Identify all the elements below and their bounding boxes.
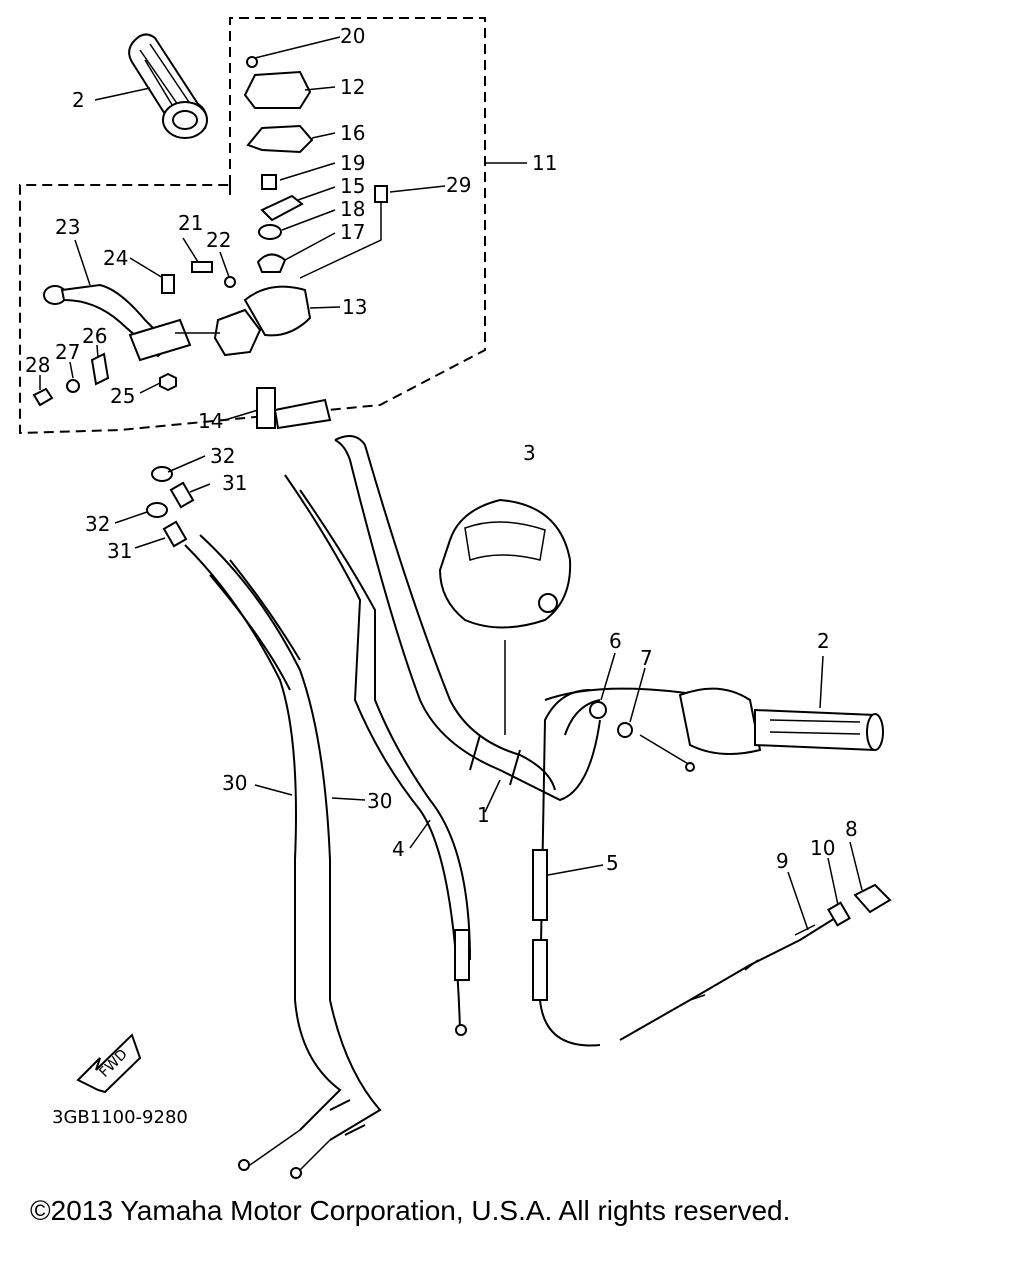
callout-4: 4: [392, 837, 405, 861]
callout-7: 7: [640, 646, 653, 670]
throttle-drum: [256, 387, 332, 430]
callout-6: 6: [609, 629, 622, 653]
switch-housing: [438, 498, 572, 629]
copyright-notice: ©2013 Yamaha Motor Corporation, U.S.A. A…: [30, 1195, 791, 1226]
cable-4: [284, 474, 471, 1036]
callout-9: 9: [776, 849, 789, 873]
handlebar: [334, 435, 701, 802]
callout-22: 22: [206, 228, 231, 252]
callout-31-bottom: 31: [107, 539, 132, 563]
callout-numbers: 2 20 12 16 19 15 18 17 29 11 13 23 21 22…: [25, 24, 858, 1128]
callout-26: 26: [82, 324, 107, 348]
callout-2-right: 2: [817, 629, 830, 653]
callout-8: 8: [845, 817, 858, 841]
callout-15: 15: [340, 174, 365, 198]
fwd-arrow: [76, 1033, 142, 1094]
callout-25: 25: [110, 384, 135, 408]
callout-21: 21: [178, 211, 203, 235]
right-grip: [589, 687, 884, 772]
callout-17: 17: [340, 220, 365, 244]
callout-10: 10: [810, 836, 835, 860]
callout-30-right: 30: [367, 789, 392, 813]
callout-11: 11: [532, 151, 557, 175]
callout-12: 12: [340, 75, 365, 99]
left-grip: [128, 33, 208, 139]
callout-19: 19: [340, 151, 365, 175]
callout-30-left: 30: [222, 771, 247, 795]
callout-1: 1: [477, 803, 490, 827]
callout-3: 3: [523, 441, 536, 465]
cable-adjusters: [146, 466, 195, 548]
assembly-boundary: [19, 17, 486, 435]
callout-5: 5: [606, 851, 619, 875]
callout-23: 23: [55, 215, 80, 239]
callout-20: 20: [340, 24, 365, 48]
callout-32-top: 32: [210, 444, 235, 468]
callout-14: 14: [198, 409, 223, 433]
callout-16: 16: [340, 121, 365, 145]
leader-lines: [39, 36, 863, 931]
diagram-code: 3GB1100-9280: [52, 1107, 188, 1128]
callout-24: 24: [103, 246, 128, 270]
cable-5: [532, 689, 892, 1047]
callout-27: 27: [55, 340, 80, 364]
callout-13: 13: [342, 295, 367, 319]
lever-assembly: [32, 261, 312, 407]
callout-31-top: 31: [222, 471, 247, 495]
throttle-cables: [184, 534, 382, 1179]
callout-28: 28: [25, 353, 50, 377]
callout-29: 29: [446, 173, 471, 197]
switch-parts: [243, 56, 388, 273]
callout-18: 18: [340, 197, 365, 221]
callout-32-bottom: 32: [85, 512, 110, 536]
callout-2-left: 2: [72, 88, 85, 112]
